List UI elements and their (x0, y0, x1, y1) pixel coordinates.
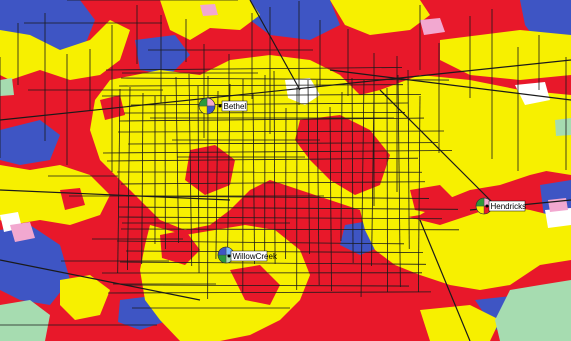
site-label-hendricks: Hendricks (491, 202, 527, 211)
site-marker-bethel[interactable]: Bethel (198, 97, 248, 115)
site-label-box (488, 200, 526, 212)
site-dot (218, 104, 222, 108)
site-marker-willowcreek[interactable]: WillowCreek (217, 246, 278, 264)
coverage-pink-layer (10, 4, 568, 242)
site-label-bethel: Bethel (224, 102, 247, 111)
site-pie-outline (198, 97, 216, 115)
site-label-box (221, 100, 248, 112)
site-label-box (230, 250, 268, 262)
site-marker-hendricks[interactable]: Hendricks (475, 197, 527, 215)
coverage-green-layer (0, 78, 571, 341)
site-dot (227, 254, 231, 258)
site-dot (485, 204, 489, 208)
site-label-willowcreek: WillowCreek (233, 252, 278, 261)
